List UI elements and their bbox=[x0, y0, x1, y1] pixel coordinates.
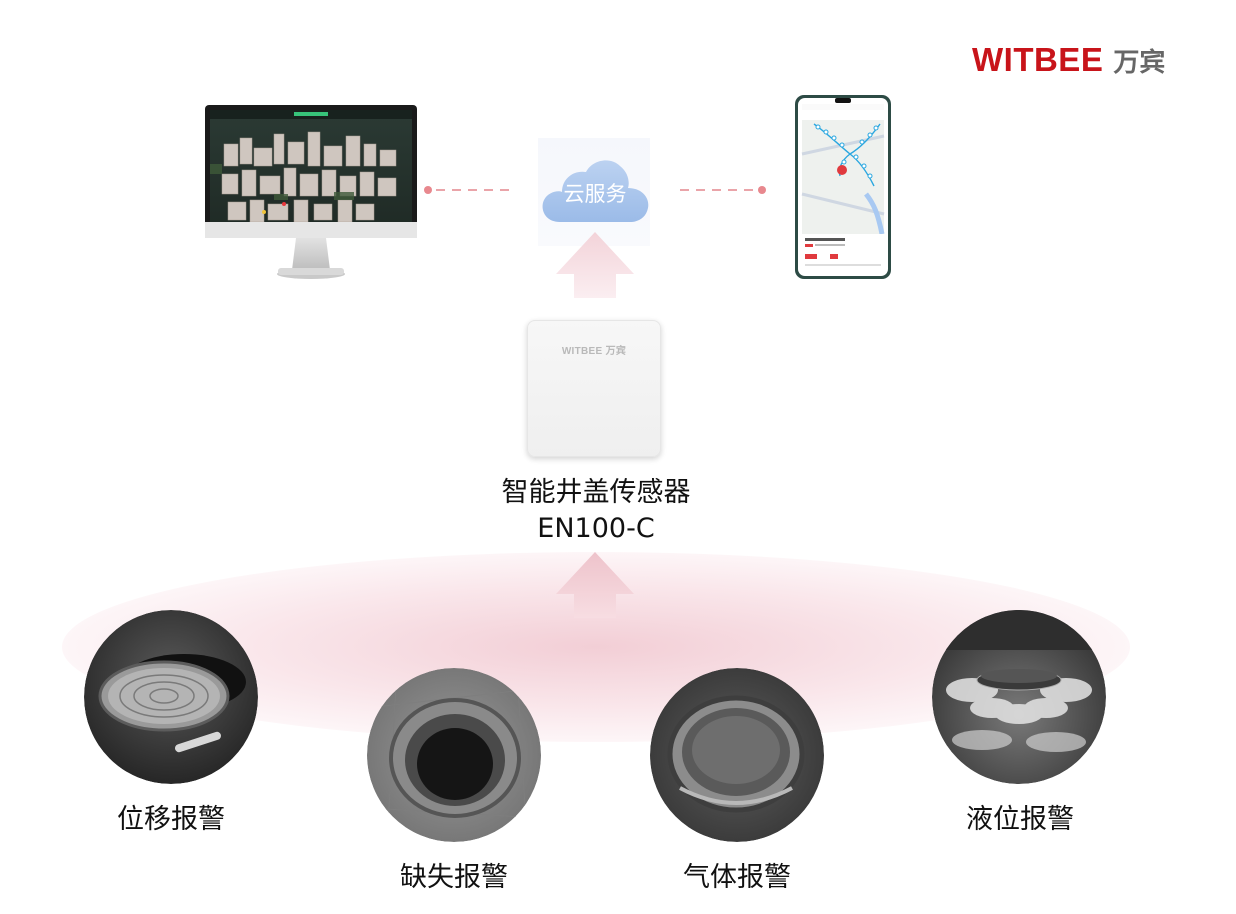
link-cloud-phone bbox=[680, 186, 766, 194]
missing-cover-alarm-photo bbox=[367, 668, 541, 842]
device-model: EN100-C bbox=[537, 513, 655, 544]
alarm-label-water-level: 液位报警 bbox=[966, 804, 1074, 835]
arrow-device-to-cloud bbox=[556, 232, 634, 298]
logo-cn: 万宾 bbox=[1113, 47, 1166, 78]
water-level-alarm-photo bbox=[932, 610, 1106, 784]
brand-logo: WITBEE 万宾 bbox=[972, 40, 1165, 80]
displacement-alarm-photo bbox=[84, 610, 258, 784]
sensor-device: WITBEE 万宾 bbox=[527, 320, 661, 457]
logo-en: WITBEE bbox=[972, 41, 1104, 78]
alarm-label-gas: 气体报警 bbox=[683, 862, 791, 893]
alarm-label-missing: 缺失报警 bbox=[400, 862, 508, 893]
device-name: 智能井盖传感器 bbox=[501, 477, 691, 508]
monitor-icon bbox=[205, 105, 417, 279]
link-monitor-cloud bbox=[424, 186, 512, 194]
cloud-icon bbox=[542, 160, 649, 222]
mobile-app-icon bbox=[795, 95, 891, 279]
gas-alarm-photo bbox=[650, 668, 824, 842]
device-brand-label: WITBEE 万宾 bbox=[561, 346, 627, 357]
arrow-alarms-to-device bbox=[556, 552, 634, 618]
alarm-label-displacement: 位移报警 bbox=[117, 804, 225, 835]
cloud-label: 云服务 bbox=[563, 182, 627, 206]
